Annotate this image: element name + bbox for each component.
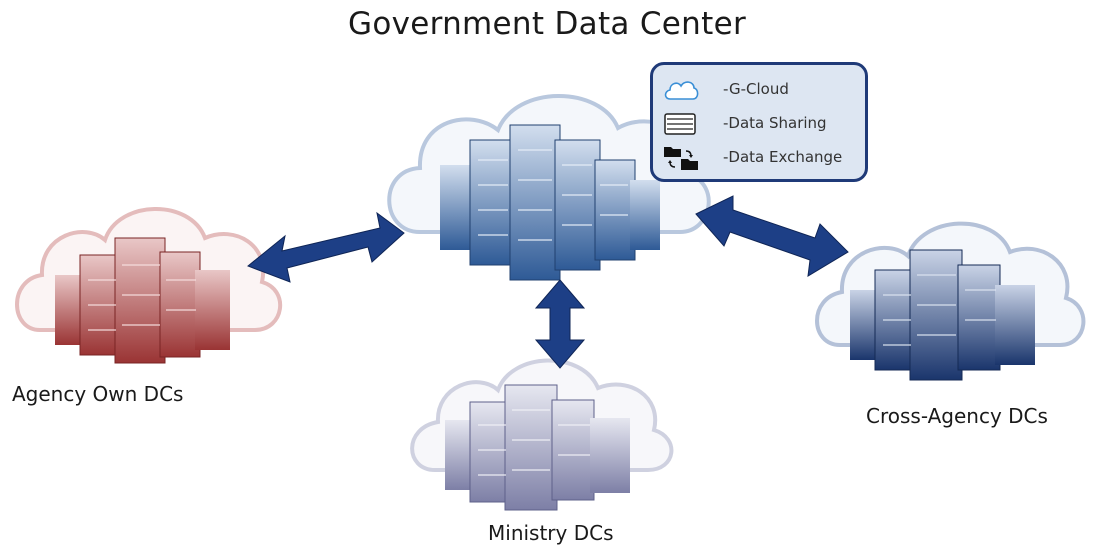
legend-item-data-sharing: -Data Sharing <box>659 111 859 137</box>
legend-item-data-exchange: -Data Exchange <box>659 145 859 171</box>
legend-label: -G-Cloud <box>723 80 789 98</box>
page-title: Government Data Center <box>348 6 746 42</box>
folder-exchange-icon <box>664 147 698 170</box>
arrow-agency-center <box>247 211 405 283</box>
legend-item-g-cloud: -G-Cloud <box>659 77 859 103</box>
legend-label: -Data Exchange <box>723 148 843 166</box>
agency-own-dcs-label: Agency Own DCs <box>12 382 184 406</box>
server-racks-icon <box>440 124 660 281</box>
arrow-center-cross <box>695 195 849 277</box>
server-racks-icon <box>850 249 1035 381</box>
legend-label: -Data Sharing <box>723 114 827 132</box>
ministry-data-center <box>410 358 674 511</box>
database-icon <box>664 113 696 135</box>
cross-agency-data-center <box>815 221 1086 381</box>
services-legend: -G-Cloud -Data Sharing -Data Exchange <box>650 62 868 182</box>
arrow-center-ministry <box>534 279 586 369</box>
cross-agency-dcs-label: Cross-Agency DCs <box>866 404 1048 428</box>
server-racks-icon <box>55 237 230 364</box>
agency-data-center <box>15 207 282 364</box>
server-racks-icon <box>445 384 630 511</box>
ministry-dcs-label: Ministry DCs <box>488 521 614 545</box>
central-data-center <box>387 94 711 281</box>
cloud-icon <box>664 81 699 100</box>
